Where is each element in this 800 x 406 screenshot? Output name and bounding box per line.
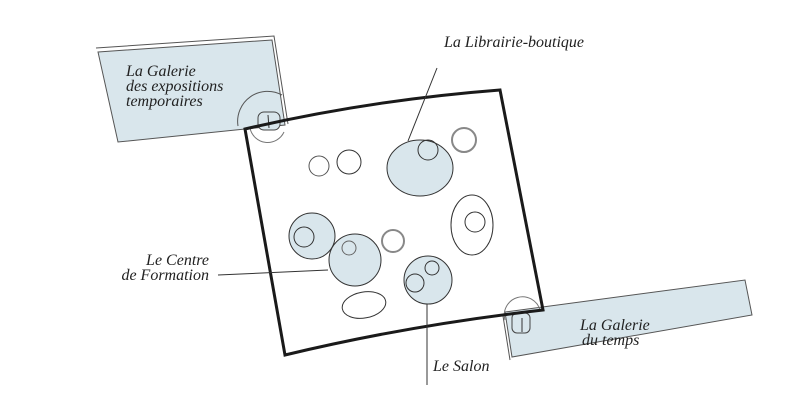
salon-label: Le Salon [433,358,490,375]
librairie-leader [407,67,438,142]
librairie-space[interactable] [386,139,454,197]
other-spaces [308,127,494,319]
galerie-temps-label: La Galerie du temps [580,317,650,349]
label-line: de Formation [121,267,209,284]
salon-space[interactable] [403,255,453,305]
galerie-expositions-area[interactable] [95,35,289,143]
label-line: La Galerie [126,63,196,80]
galerie-expositions-label: La Galerie des expositions temporaires [126,63,224,110]
label-line: du temps [582,332,640,349]
label-line: temporaires [126,93,203,110]
galerie-temps-area[interactable] [502,279,753,361]
label-line: La Galerie [580,317,650,334]
librairie-label: La Librairie-boutique [444,34,585,51]
room-walls [243,88,545,357]
label-line: des expositions [126,78,224,95]
formation-label: Le Centre de Formation [103,252,209,284]
formation-space[interactable] [288,212,382,287]
formation-leader [217,269,329,276]
label-line: Le Centre [146,252,209,269]
